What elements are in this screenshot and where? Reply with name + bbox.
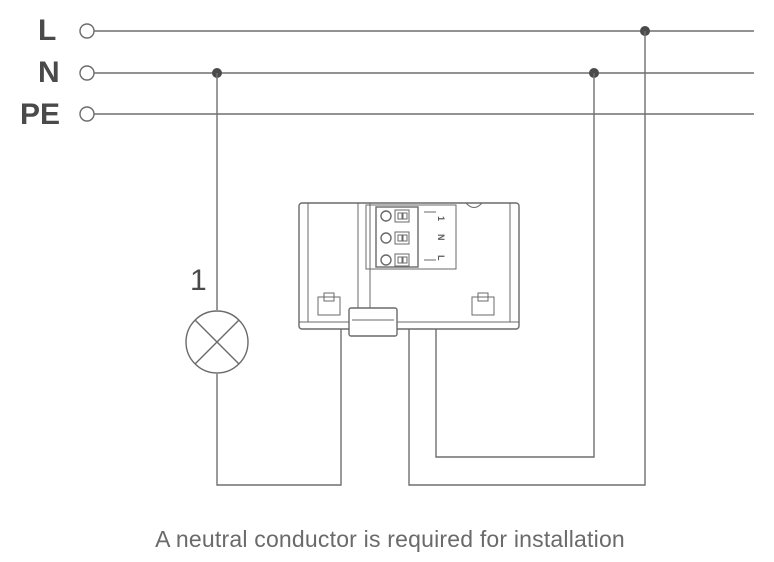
- rail-label-n: N: [38, 56, 60, 89]
- terminal-block: [375, 206, 419, 268]
- installation-note: A neutral conductor is required for inst…: [155, 526, 625, 552]
- terminal-label-n: N: [436, 234, 446, 241]
- rail-terminal-n: [79, 65, 95, 81]
- rail-label-pe: PE: [20, 98, 60, 131]
- lamp-symbol: [185, 310, 249, 374]
- rail-terminal-l: [79, 23, 95, 39]
- lamp-label: 1: [190, 264, 207, 297]
- terminal-label-l: L: [436, 255, 446, 261]
- rail-label-l: L: [38, 14, 56, 47]
- rail-terminal-pe: [79, 106, 95, 122]
- terminal-label-out: 1: [436, 216, 446, 221]
- terminal-labels: 1 N L: [424, 211, 446, 261]
